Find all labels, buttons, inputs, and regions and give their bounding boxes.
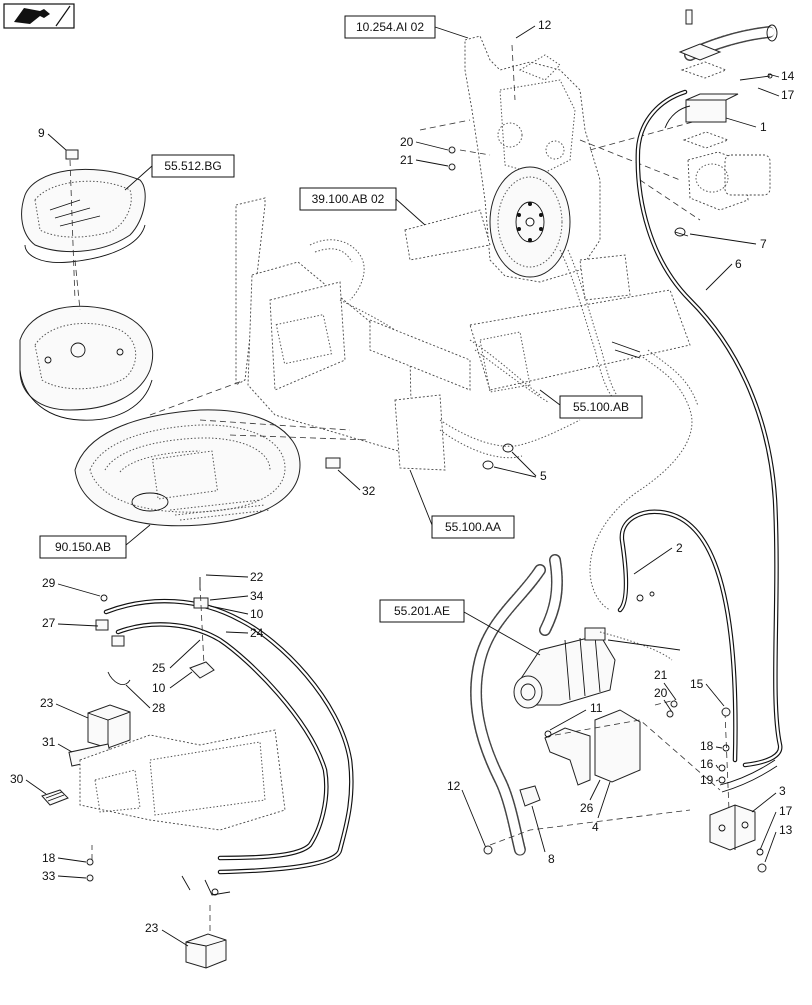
svg-text:19: 19 bbox=[700, 773, 714, 787]
svg-text:17: 17 bbox=[779, 804, 793, 818]
svg-text:18: 18 bbox=[42, 851, 56, 865]
construction-lines bbox=[69, 44, 701, 441]
solenoid-stack bbox=[664, 9, 778, 237]
svg-text:55.512.BG: 55.512.BG bbox=[164, 159, 221, 173]
svg-text:33: 33 bbox=[42, 869, 56, 883]
svg-text:25: 25 bbox=[152, 661, 166, 675]
machine-frame bbox=[235, 197, 691, 471]
mounting-brackets bbox=[489, 699, 731, 846]
svg-text:16: 16 bbox=[700, 757, 714, 771]
svg-text:7: 7 bbox=[760, 237, 767, 251]
svg-text:9: 9 bbox=[38, 126, 45, 140]
svg-text:39.100.AB 02: 39.100.AB 02 bbox=[312, 192, 385, 206]
starter-motor bbox=[470, 554, 681, 856]
svg-text:34: 34 bbox=[250, 589, 264, 603]
svg-text:12: 12 bbox=[538, 18, 552, 32]
engine-assembly bbox=[404, 35, 631, 301]
svg-text:8: 8 bbox=[548, 852, 555, 866]
svg-text:11: 11 bbox=[590, 701, 603, 715]
svg-text:21: 21 bbox=[654, 668, 668, 682]
relay-3 bbox=[709, 707, 778, 873]
svg-text:20: 20 bbox=[400, 135, 414, 149]
svg-text:10.254.AI 02: 10.254.AI 02 bbox=[356, 20, 424, 34]
svg-text:30: 30 bbox=[10, 772, 24, 786]
svg-text:21: 21 bbox=[400, 153, 414, 167]
svg-text:4: 4 bbox=[592, 820, 599, 834]
reference-10-254-ai-02[interactable]: 10.254.AI 02 bbox=[344, 15, 469, 39]
reference-55-100-aa[interactable]: 55.100.AA bbox=[409, 469, 515, 539]
svg-text:27: 27 bbox=[42, 616, 56, 630]
wiring-harness bbox=[309, 239, 699, 611]
svg-text:10: 10 bbox=[152, 681, 166, 695]
svg-text:23: 23 bbox=[40, 696, 54, 710]
svg-text:90.150.AB: 90.150.AB bbox=[55, 540, 111, 554]
svg-text:31: 31 bbox=[42, 735, 56, 749]
svg-text:26: 26 bbox=[580, 801, 594, 815]
svg-text:23: 23 bbox=[145, 921, 159, 935]
svg-text:55.100.AB: 55.100.AB bbox=[573, 400, 629, 414]
svg-text:20: 20 bbox=[654, 686, 668, 700]
svg-text:55.201.AE: 55.201.AE bbox=[394, 604, 450, 618]
reference-55-100-ab[interactable]: 55.100.AB bbox=[539, 389, 643, 419]
svg-text:3: 3 bbox=[779, 784, 786, 798]
svg-text:32: 32 bbox=[362, 484, 376, 498]
svg-text:28: 28 bbox=[152, 701, 166, 715]
svg-text:5: 5 bbox=[540, 469, 547, 483]
svg-text:1: 1 bbox=[760, 120, 767, 134]
svg-text:24: 24 bbox=[250, 626, 264, 640]
svg-text:29: 29 bbox=[42, 576, 56, 590]
seat-shell-assembly bbox=[19, 149, 301, 527]
cable-2 bbox=[617, 509, 738, 763]
svg-text:6: 6 bbox=[735, 257, 742, 271]
reference-39-100-ab-02[interactable]: 39.100.AB 02 bbox=[299, 187, 426, 226]
svg-text:18: 18 bbox=[700, 739, 714, 753]
battery-assembly bbox=[41, 577, 354, 969]
svg-text:22: 22 bbox=[250, 570, 264, 584]
svg-text:17: 17 bbox=[781, 88, 795, 102]
svg-text:15: 15 bbox=[690, 677, 704, 691]
cable-6 bbox=[635, 89, 783, 768]
callouts: 12 9 20 21 14 17 1 7 6 5 32 2 21 20 11 bbox=[10, 18, 795, 947]
svg-text:2: 2 bbox=[676, 541, 683, 555]
reference-55-512-bg[interactable]: 55.512.BG bbox=[124, 154, 235, 191]
book-arrow-icon[interactable] bbox=[3, 3, 75, 29]
reference-90-150-ab[interactable]: 90.150.AB bbox=[39, 524, 151, 559]
svg-text:14: 14 bbox=[781, 69, 795, 83]
reference-55-201-ae[interactable]: 55.201.AE bbox=[379, 599, 541, 656]
svg-text:12: 12 bbox=[447, 779, 461, 793]
svg-text:10: 10 bbox=[250, 607, 264, 621]
svg-text:55.100.AA: 55.100.AA bbox=[445, 520, 501, 534]
svg-text:13: 13 bbox=[779, 823, 793, 837]
